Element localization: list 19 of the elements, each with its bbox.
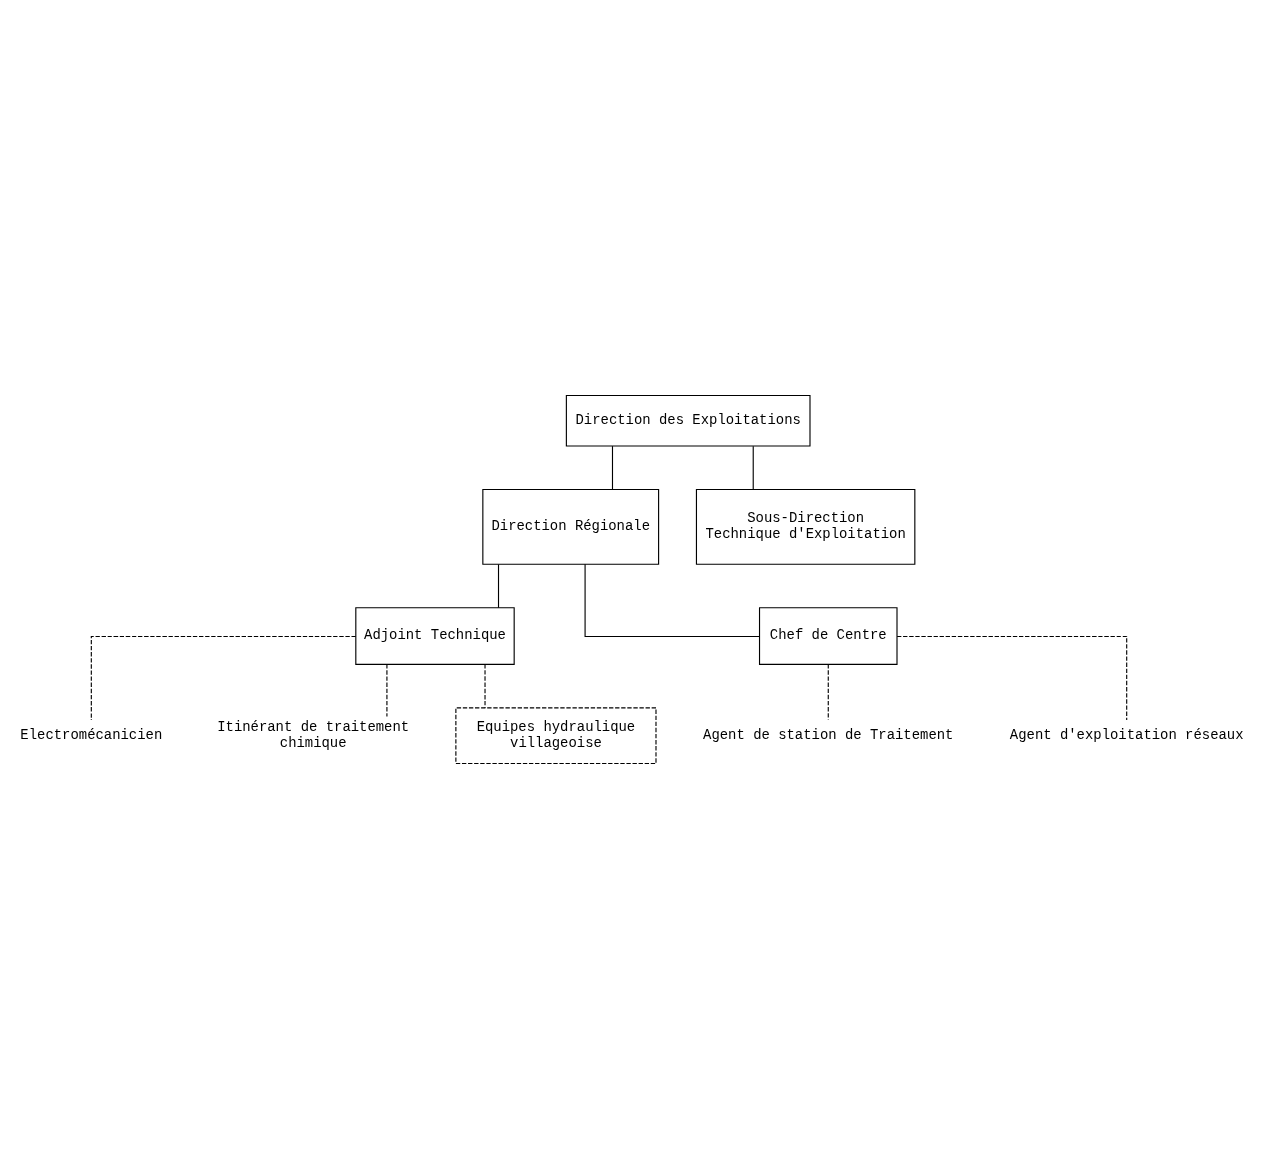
connector [584, 563, 760, 637]
node-text: Agent de station de Traitement [703, 726, 954, 743]
node-text: Agent d'exploitation réseaux [1009, 726, 1244, 743]
node-box: Sous-Direction Technique d'Exploitation [695, 488, 916, 565]
connector [484, 663, 486, 708]
node-box: Direction des Exploitations [565, 394, 811, 446]
node-box: Chef de Centre [758, 606, 898, 665]
connector [611, 445, 614, 490]
connector [497, 563, 500, 608]
connector [90, 635, 357, 721]
node-text: Itinérant de traitement chimique [217, 718, 410, 751]
node-box: Direction Régionale [482, 488, 660, 565]
connector [896, 635, 1128, 721]
connector [827, 663, 829, 720]
node-text: Electromécanicien [20, 726, 163, 743]
connector [386, 663, 388, 717]
connector [752, 445, 754, 490]
node-box: Adjoint Technique [355, 606, 515, 665]
node-box: Equipes hydraulique villageoise [455, 706, 657, 764]
